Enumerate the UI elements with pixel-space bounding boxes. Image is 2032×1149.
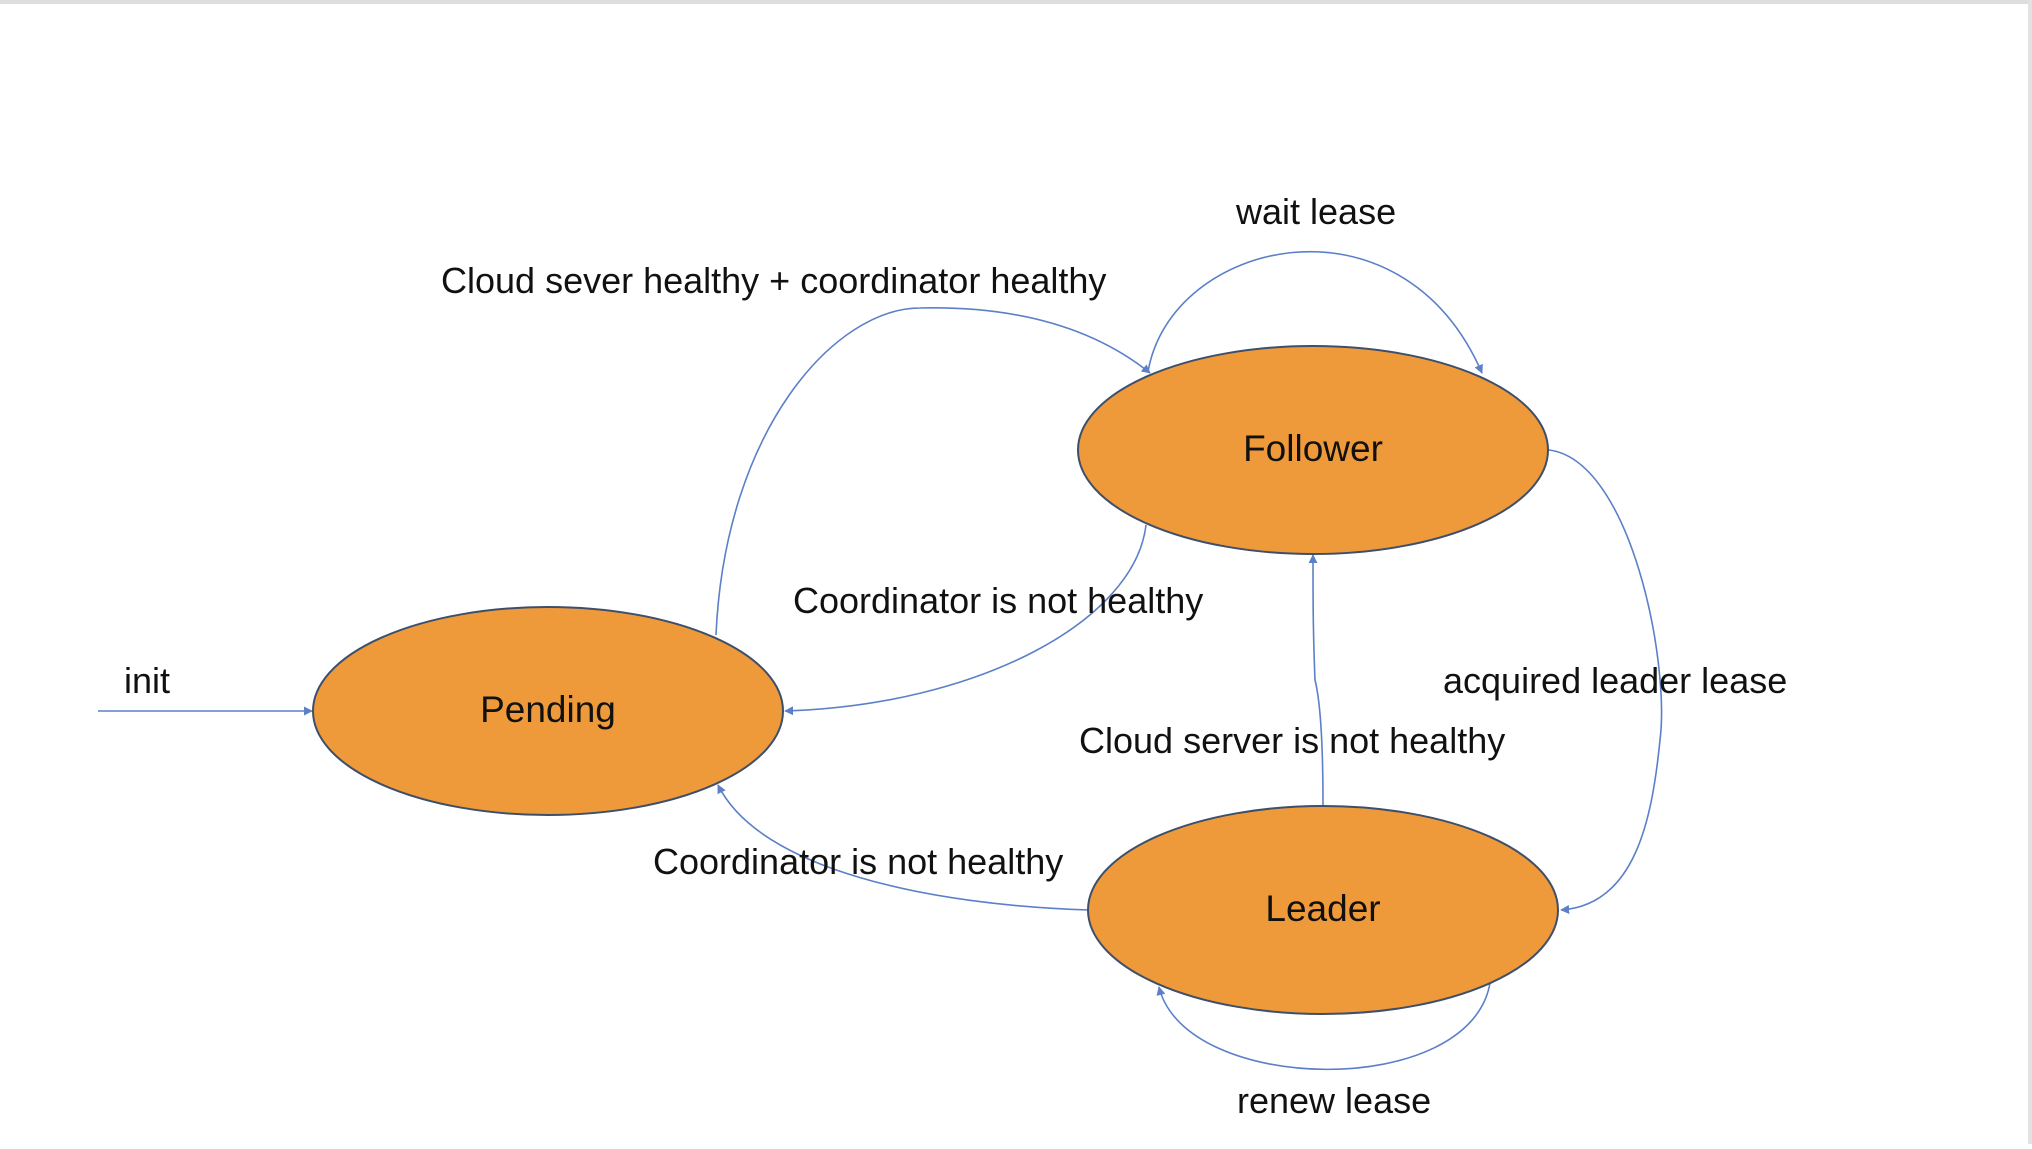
edge-label-leader-to-follower: Cloud server is not healthy <box>1079 720 1505 761</box>
edge-follower-to-pending <box>784 524 1147 716</box>
edge-follower-to-leader <box>1548 449 1663 914</box>
edge-label-leader-to-pending: Coordinator is not healthy <box>653 841 1063 882</box>
edge-leader-self-loop <box>1156 982 1491 1071</box>
edge-label-follower-self: wait lease <box>1235 191 1396 232</box>
node-leader: Leader <box>1087 805 1559 1015</box>
edge-label-leader-self: renew lease <box>1237 1080 1431 1121</box>
edge-follower-self-loop <box>1147 250 1483 374</box>
node-pending: Pending <box>312 606 784 816</box>
window-top-border <box>0 0 2032 4</box>
edge-pending-to-follower <box>715 307 1151 636</box>
edge-leader-to-pending <box>717 784 1090 911</box>
edge-label-pending-to-follower: Cloud sever healthy + coordinator health… <box>441 260 1106 301</box>
node-follower-label: Follower <box>1243 428 1383 469</box>
node-pending-label: Pending <box>480 689 616 730</box>
edge-label-follower-to-leader: acquired leader lease <box>1443 660 1787 701</box>
node-leader-label: Leader <box>1265 888 1380 929</box>
edge-label-init: init <box>124 660 170 701</box>
node-follower: Follower <box>1077 345 1549 555</box>
edge-leader-to-follower <box>1308 554 1324 806</box>
edge-label-follower-to-pending: Coordinator is not healthy <box>793 580 1203 621</box>
window-right-border <box>2028 0 2032 1144</box>
